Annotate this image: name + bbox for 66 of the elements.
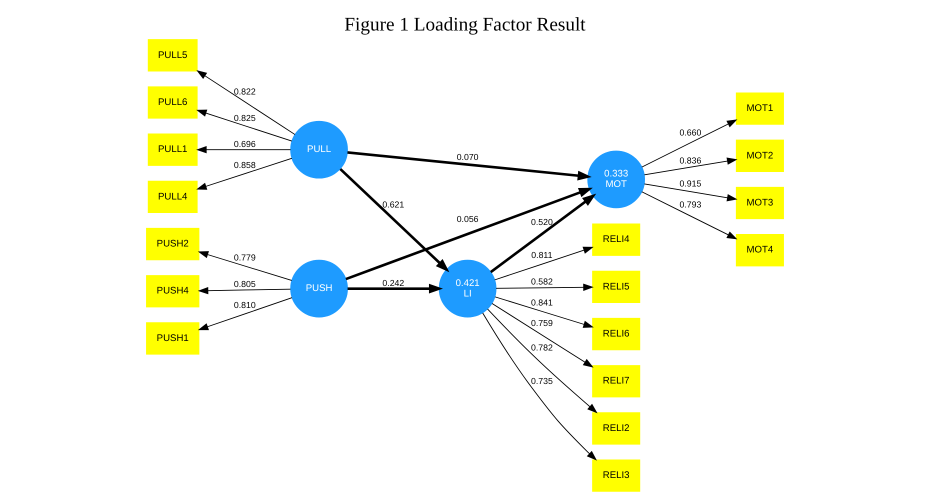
node-box: RELI2 [592, 412, 640, 445]
edge-label: 0.056 [456, 214, 478, 224]
edge-label: 0.825 [233, 112, 256, 123]
node-circle: 0.421 LI [438, 260, 496, 318]
node-box: PULL6 [147, 86, 198, 119]
arrow [346, 151, 592, 181]
edge-label: 0.836 [679, 156, 701, 166]
node-circle: PUSH [290, 260, 348, 318]
node-box: PUSH4 [146, 275, 199, 308]
edge-label: 0.070 [456, 152, 478, 162]
arrow [338, 168, 449, 272]
arrow [196, 70, 295, 135]
arrow [490, 194, 596, 274]
edge-label: 0.810 [233, 300, 256, 310]
arrow [347, 284, 442, 294]
node-circle: PULL [290, 120, 348, 179]
arrow [486, 308, 598, 414]
arrow [197, 251, 292, 281]
edge-label: 0.779 [233, 252, 256, 263]
arrow [640, 119, 737, 168]
edge-label: 0.660 [679, 128, 701, 138]
arrow [197, 286, 290, 294]
node-box: RELI7 [592, 365, 640, 398]
edge-label: 0.759 [530, 318, 552, 328]
node-box: PULL5 [147, 39, 198, 72]
arrow [196, 146, 291, 154]
diagram-title: Figure 1 Loading Factor Result [344, 14, 586, 36]
arrow [640, 191, 737, 240]
node-box: MOT2 [735, 140, 784, 172]
node-box: MOT3 [735, 186, 784, 220]
node-box: MOT4 [735, 234, 784, 266]
arrow [643, 184, 737, 202]
arrow [344, 188, 592, 280]
node-box: PUSH1 [146, 322, 199, 355]
arrow [491, 303, 594, 368]
node-box: PULL4 [147, 180, 198, 214]
node-box: RELI6 [592, 318, 640, 350]
edge-label: 0.793 [679, 199, 701, 210]
arrow [196, 110, 292, 142]
edge-label: 0.782 [530, 342, 552, 353]
edge-label: 0.621 [382, 199, 404, 210]
arrow [482, 312, 596, 461]
node-box: PULL1 [147, 134, 198, 166]
edge-label: 0.858 [233, 160, 256, 170]
node-circle: 0.333 MOT [586, 150, 644, 208]
edge-label: 0.915 [679, 178, 701, 188]
arrow [197, 297, 292, 330]
arrow [643, 158, 737, 176]
edge-label: 0.735 [530, 376, 552, 386]
edge-label: 0.811 [530, 250, 552, 260]
arrow [495, 284, 594, 291]
edge-label: 0.805 [233, 278, 256, 289]
edge-label: 0.520 [530, 216, 552, 227]
edge-label: 0.822 [233, 86, 256, 97]
arrow [494, 246, 594, 280]
node-box: RELI4 [592, 224, 640, 256]
arrow [196, 158, 292, 190]
arrow [494, 296, 594, 328]
edge-label: 0.696 [233, 139, 256, 150]
node-box: RELI5 [592, 270, 640, 304]
edge-label: 0.841 [530, 297, 552, 308]
edge-label: 0.242 [382, 278, 404, 288]
node-box: RELI3 [592, 459, 640, 492]
node-box: PUSH2 [146, 228, 199, 260]
node-box: MOT1 [735, 92, 784, 125]
edge-label: 0.582 [530, 276, 552, 286]
